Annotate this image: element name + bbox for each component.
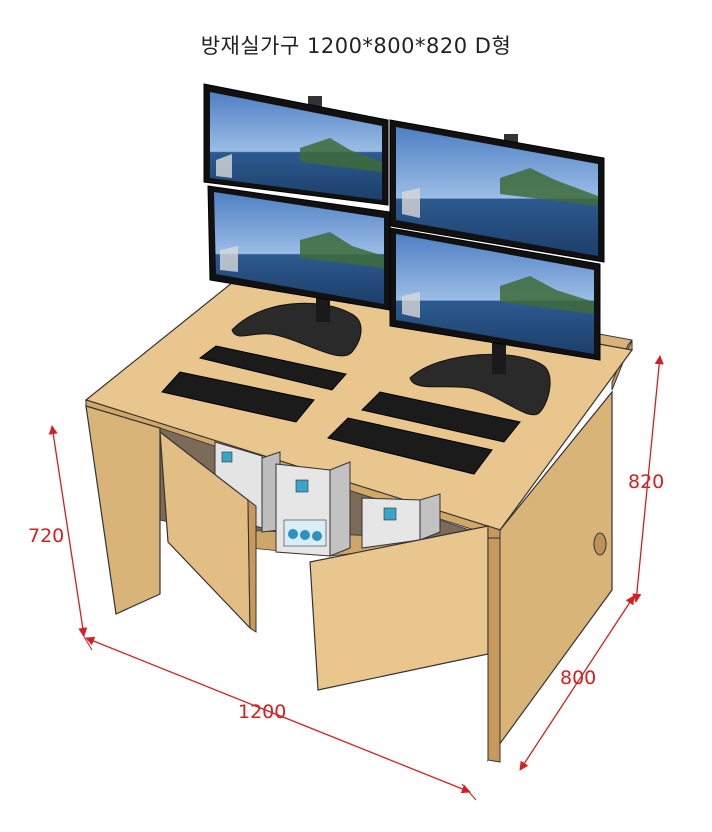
dimension-height bbox=[632, 355, 664, 603]
keyboard-icon bbox=[361, 391, 521, 443]
left-side-panel bbox=[85, 405, 161, 615]
inner-height-label: 720 bbox=[28, 525, 64, 547]
cable-grommet-icon bbox=[593, 532, 607, 556]
width-label: 1200 bbox=[238, 701, 286, 723]
dimension-inner-height bbox=[48, 425, 88, 637]
front-leg-panel bbox=[487, 537, 501, 763]
computer-tower-icon bbox=[361, 493, 441, 549]
height-label: 820 bbox=[628, 471, 664, 493]
page-title: 방재실가구 1200*800*820 D형 bbox=[200, 34, 512, 58]
depth-label: 800 bbox=[560, 667, 596, 689]
monitor-icon bbox=[207, 185, 391, 311]
left-cabinet-door[interactable] bbox=[159, 430, 257, 633]
monitor-icon bbox=[389, 227, 601, 361]
dimension-depth bbox=[519, 595, 635, 771]
monitor-stand-right bbox=[409, 340, 551, 416]
keyboard-icon bbox=[327, 417, 493, 475]
computer-tower-icon bbox=[275, 461, 351, 557]
keyboard-icon bbox=[198, 345, 347, 391]
monitor-icon bbox=[203, 83, 389, 206]
keyboard-icon bbox=[161, 371, 315, 423]
monitor-icon bbox=[389, 119, 605, 263]
